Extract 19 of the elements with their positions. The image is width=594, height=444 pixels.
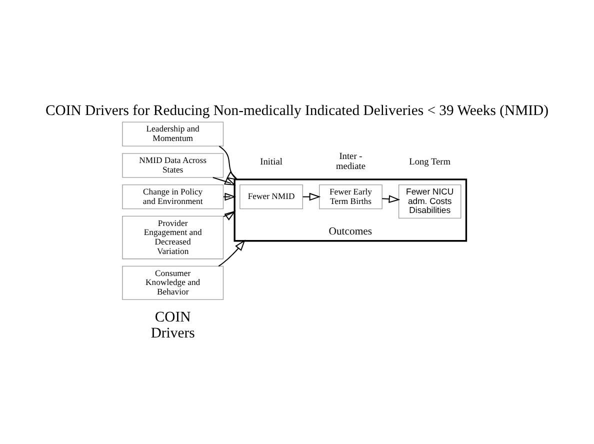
node-box: Consumer Knowledge and Behavior: [122, 265, 224, 300]
arrow: [382, 194, 400, 203]
diagram-title: COIN Drivers for Reducing Non-medically Indicated Deliveries < 39 Weeks (NMID): [45, 102, 549, 119]
arrow: [218, 145, 238, 180]
node-box: Leadership and Momentum: [122, 121, 224, 146]
node-box: Provider Engagement and Decreased Variation: [122, 215, 224, 259]
node-box: NMID Data Across States: [122, 152, 224, 178]
node-box: Fewer NICU adm. Costs Disabilities: [398, 184, 462, 218]
label: COIN Drivers: [150, 308, 195, 341]
label: Inter - mediate: [336, 151, 366, 172]
label: Initial: [260, 157, 282, 168]
arrow: [302, 192, 321, 200]
arrow: [218, 239, 246, 266]
node-box: Fewer NMID: [240, 184, 303, 209]
node-box: Fewer Early Term Births: [319, 184, 382, 209]
arrow: [212, 176, 236, 186]
node-box: Change in Policy and Environment: [122, 184, 224, 209]
arrow: [223, 210, 236, 220]
label: Long Term: [409, 157, 451, 168]
